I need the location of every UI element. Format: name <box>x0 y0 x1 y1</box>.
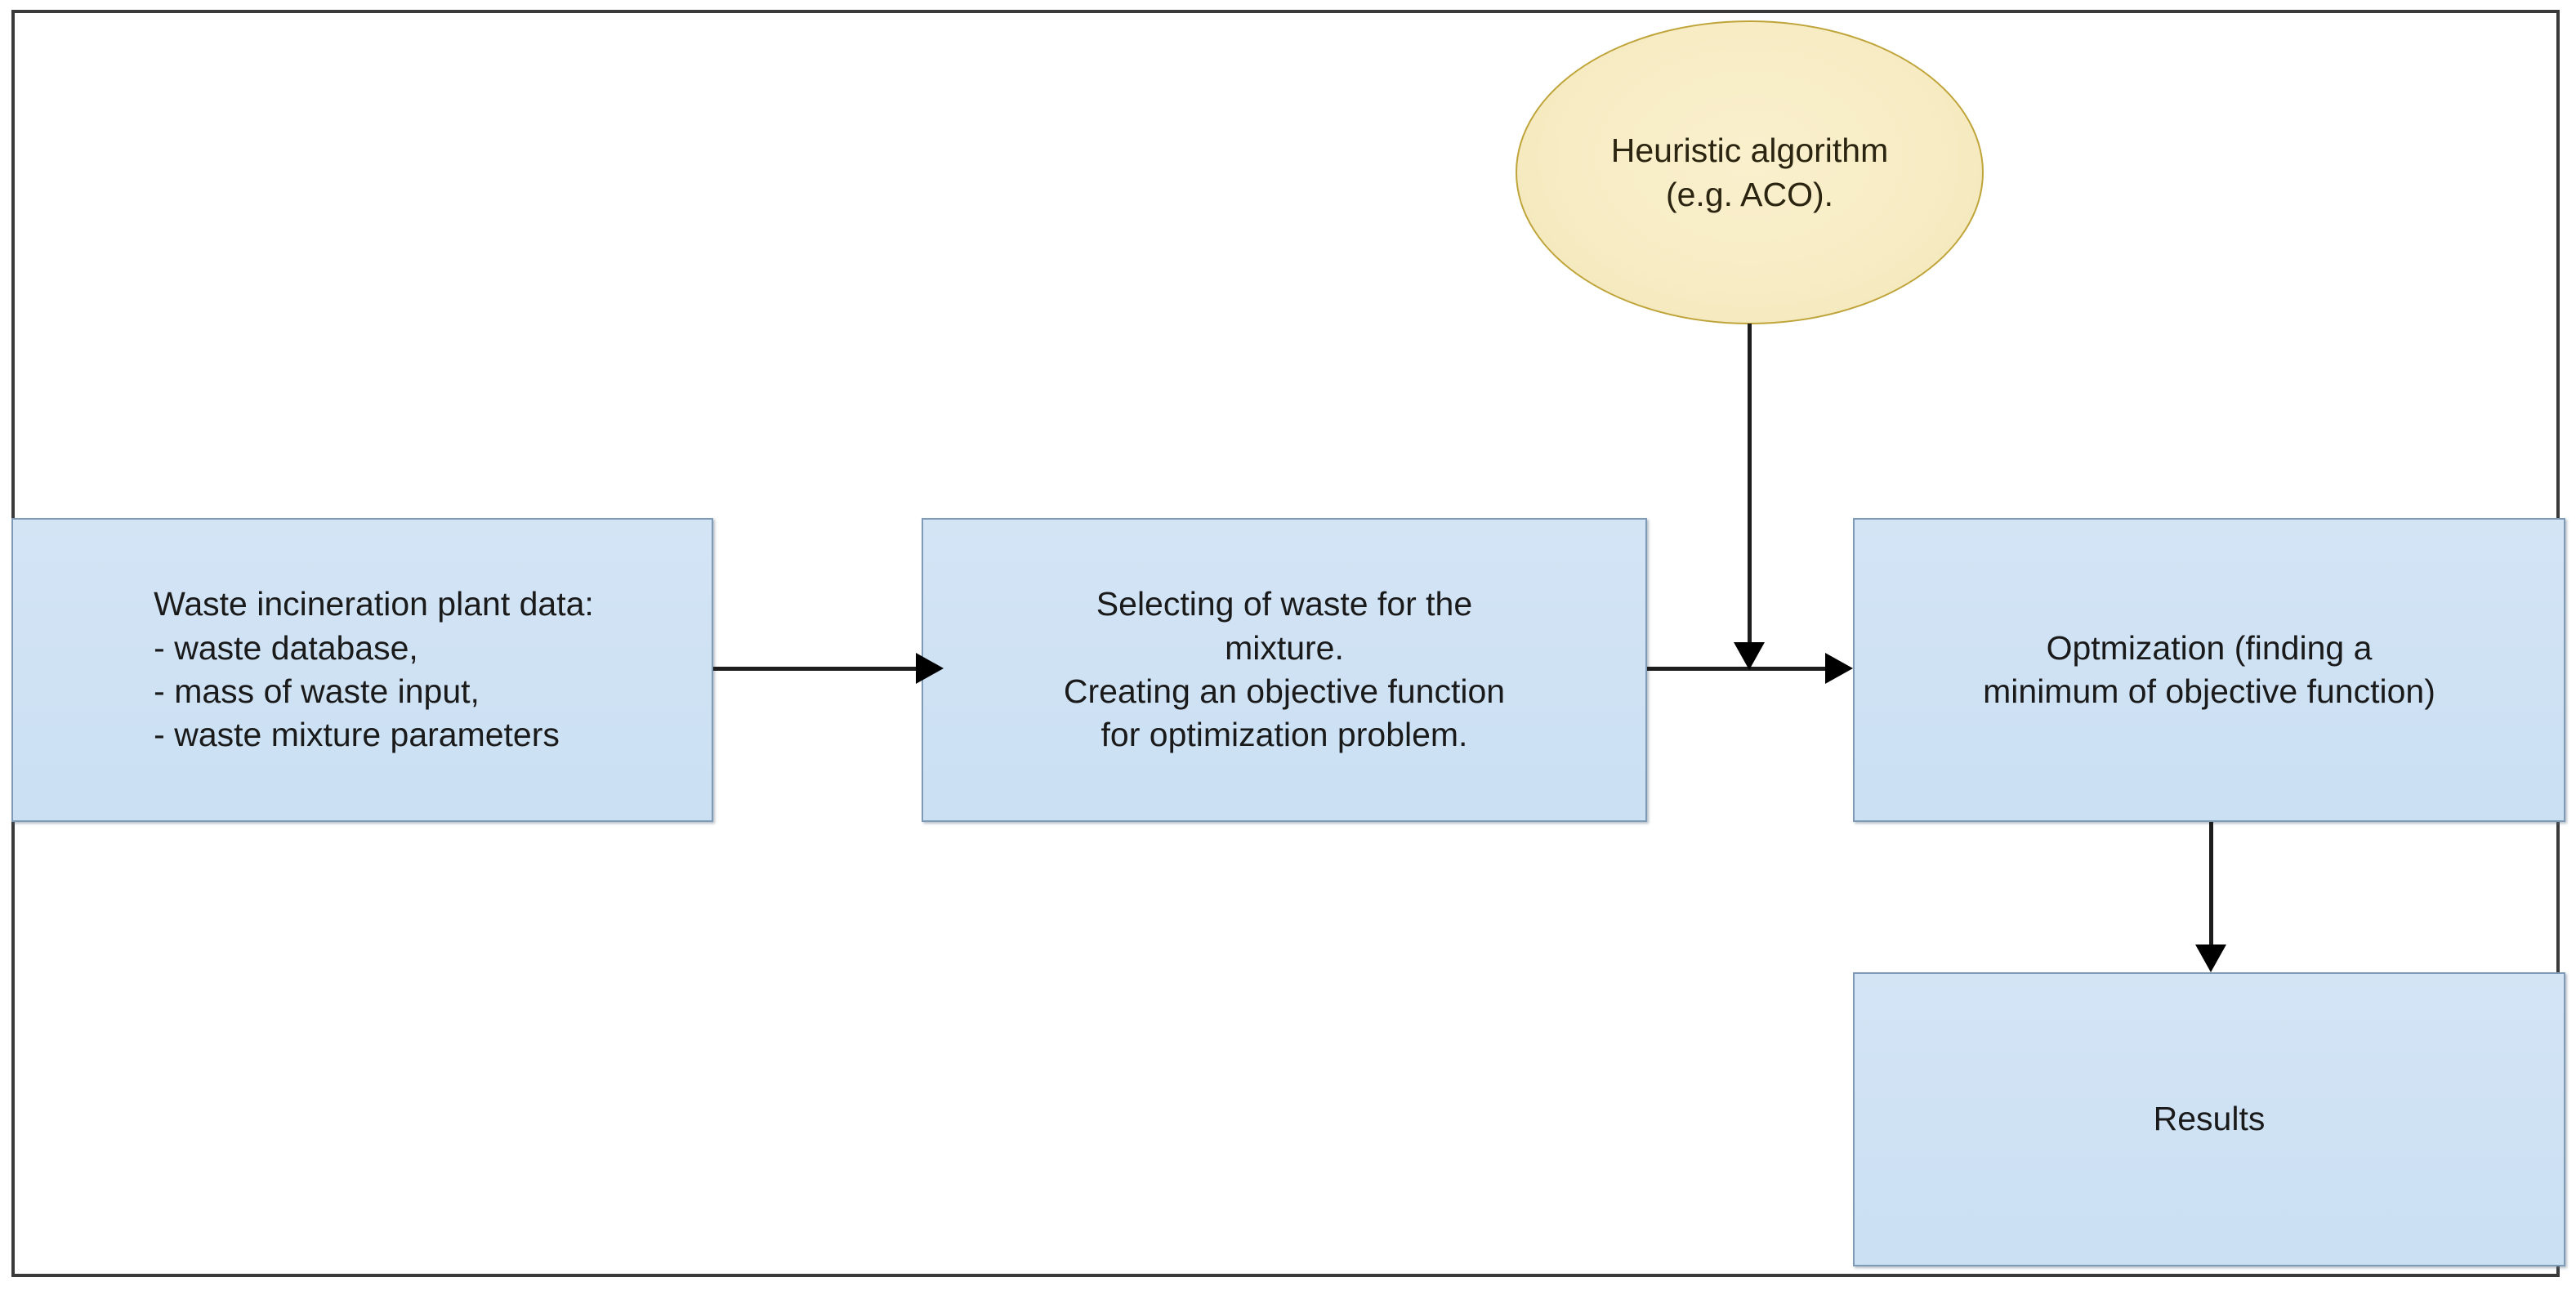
node-waste-incineration-plant-data-label: Waste incineration plant data: - waste d… <box>154 585 594 754</box>
edge-data-to-selecting-arrowhead-icon <box>916 653 944 684</box>
node-heuristic-algorithm-label: Heuristic algorithm (e.g. ACO). <box>1610 131 1889 213</box>
edge-optimize-to-results-line <box>2209 822 2213 945</box>
node-results-label: Results <box>2153 1100 2266 1138</box>
edge-selecting-to-optimize-arrowhead-icon <box>1825 653 1853 684</box>
node-heuristic-algorithm[interactable]: Heuristic algorithm (e.g. ACO). <box>1516 20 1984 324</box>
edge-data-to-selecting-line <box>713 667 916 671</box>
node-optimization[interactable]: Optmization (finding a minimum of object… <box>1853 518 2565 822</box>
edge-heuristic-to-optimize-line <box>1748 324 1752 642</box>
node-selecting-of-waste[interactable]: Selecting of waste for the mixture. Crea… <box>922 518 1647 822</box>
node-waste-incineration-plant-data[interactable]: Waste incineration plant data: - waste d… <box>11 518 713 822</box>
edge-optimize-to-results-arrowhead-icon <box>2195 945 2226 972</box>
node-results[interactable]: Results <box>1853 972 2565 1266</box>
node-selecting-of-waste-label: Selecting of waste for the mixture. Crea… <box>1063 585 1506 754</box>
node-optimization-label: Optmization (finding a minimum of object… <box>1983 628 2435 710</box>
edge-heuristic-to-optimize-arrowhead-icon <box>1734 642 1765 670</box>
